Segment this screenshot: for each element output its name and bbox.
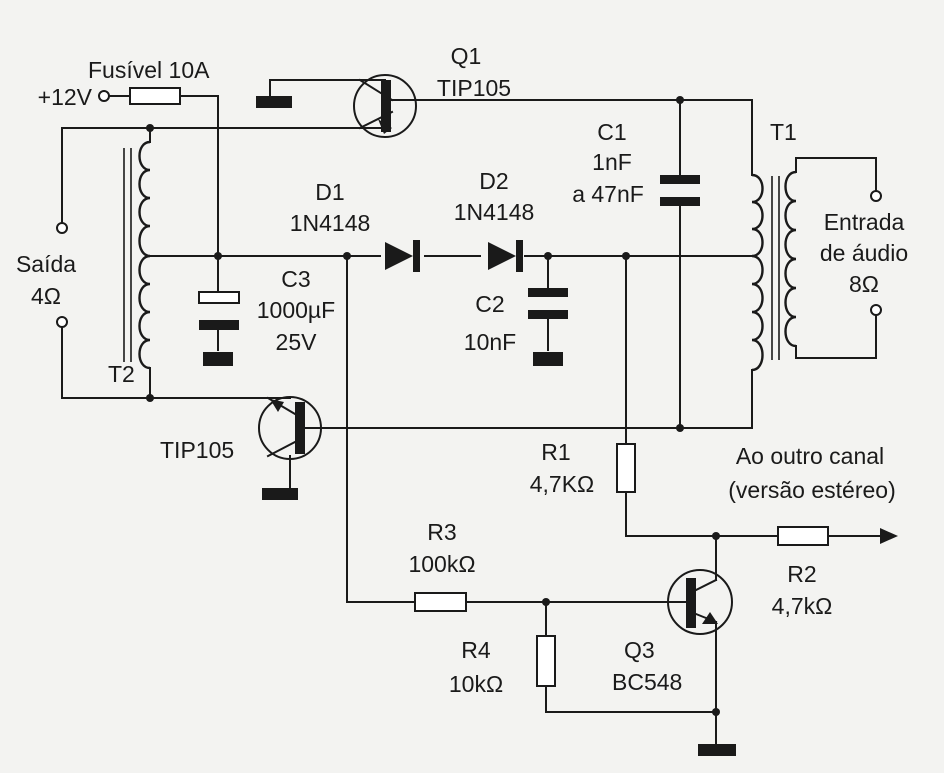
transistor-q1 xyxy=(353,74,417,138)
transistor-q2 xyxy=(258,396,322,460)
diode-d2 xyxy=(488,240,523,272)
d1-name-label: D1 xyxy=(315,179,344,205)
c1-value-label-2: a 47nF xyxy=(572,181,644,207)
c2-value-label: 10nF xyxy=(464,329,516,355)
q1-name-label: Q1 xyxy=(451,43,482,69)
output-terminal-bottom xyxy=(56,316,68,328)
input-label-3: 8Ω xyxy=(849,271,879,297)
supply-label: +12V xyxy=(38,84,93,110)
other-channel-label-2: (versão estéreo) xyxy=(728,477,895,503)
transistor-q3 xyxy=(667,569,733,635)
ground-symbols xyxy=(256,96,736,756)
c1-name-label: C1 xyxy=(597,119,626,145)
resistor-r3 xyxy=(414,592,467,612)
labels: +12V Fusível 10A Q1 TIP105 TIP105 Q3 BC5… xyxy=(16,43,908,697)
junction-dots xyxy=(146,96,720,716)
r1-value-label: 4,7KΩ xyxy=(530,471,595,497)
d2-part-label: 1N4148 xyxy=(454,199,535,225)
resistor-r1 xyxy=(616,443,636,493)
output-arrow xyxy=(880,528,898,544)
c1-value-label-1: 1nF xyxy=(592,149,632,175)
r3-value-label: 100kΩ xyxy=(408,551,475,577)
transformer-t1 xyxy=(751,170,797,372)
capacitor-c2 xyxy=(528,288,568,366)
resistor-r2 xyxy=(777,526,829,546)
output-terminal-top xyxy=(56,222,68,234)
q3-part-label: BC548 xyxy=(612,669,682,695)
q3-name-label: Q3 xyxy=(624,637,655,663)
input-terminal-top xyxy=(870,190,882,202)
input-terminal-bottom xyxy=(870,304,882,316)
output-label-1: Saída xyxy=(16,251,76,277)
other-channel-label-1: Ao outro canal xyxy=(736,443,884,469)
c2-name-label: C2 xyxy=(475,291,504,317)
wires xyxy=(61,79,881,749)
capacitor-c3 xyxy=(198,291,240,366)
input-label-2: de áudio xyxy=(820,240,908,266)
c3-value-label-2: 25V xyxy=(276,329,318,355)
input-label-1: Entrada xyxy=(824,209,905,235)
fuse-label: Fusível 10A xyxy=(88,57,210,83)
c3-name-label: C3 xyxy=(281,266,310,292)
resistor-r4 xyxy=(536,635,556,687)
t1-name-label: T1 xyxy=(770,119,797,145)
output-label-2: 4Ω xyxy=(31,283,61,309)
t2-name-label: T2 xyxy=(108,361,135,387)
r2-name-label: R2 xyxy=(787,561,816,587)
r2-value-label: 4,7kΩ xyxy=(772,593,833,619)
q2-part-label: TIP105 xyxy=(160,437,234,463)
q1-part-label: TIP105 xyxy=(437,75,511,101)
r3-name-label: R3 xyxy=(427,519,456,545)
d1-part-label: 1N4148 xyxy=(290,210,371,236)
c3-value-label-1: 1000µF xyxy=(257,297,335,323)
r1-name-label: R1 xyxy=(541,439,570,465)
supply-terminal xyxy=(98,90,110,102)
r4-name-label: R4 xyxy=(461,637,491,663)
terminals xyxy=(56,90,882,328)
fuse xyxy=(129,87,181,105)
transformer-t2 xyxy=(123,140,151,370)
r4-value-label: 10kΩ xyxy=(449,671,503,697)
diode-d1 xyxy=(385,240,420,272)
d2-name-label: D2 xyxy=(479,168,508,194)
capacitor-c1 xyxy=(660,175,700,206)
